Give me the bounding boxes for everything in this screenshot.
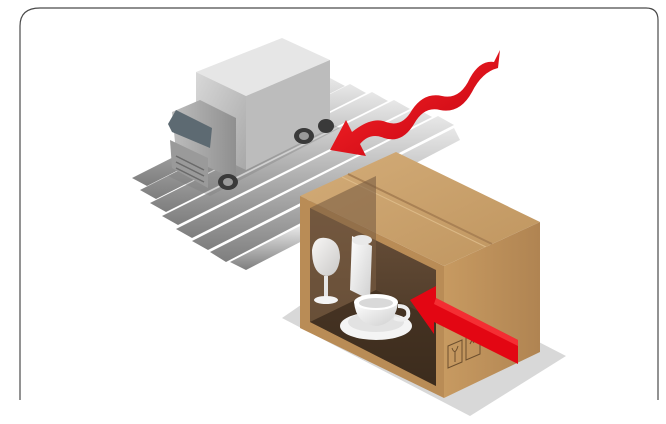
cardboard-box-icon	[300, 152, 540, 398]
vase-icon	[350, 235, 372, 300]
